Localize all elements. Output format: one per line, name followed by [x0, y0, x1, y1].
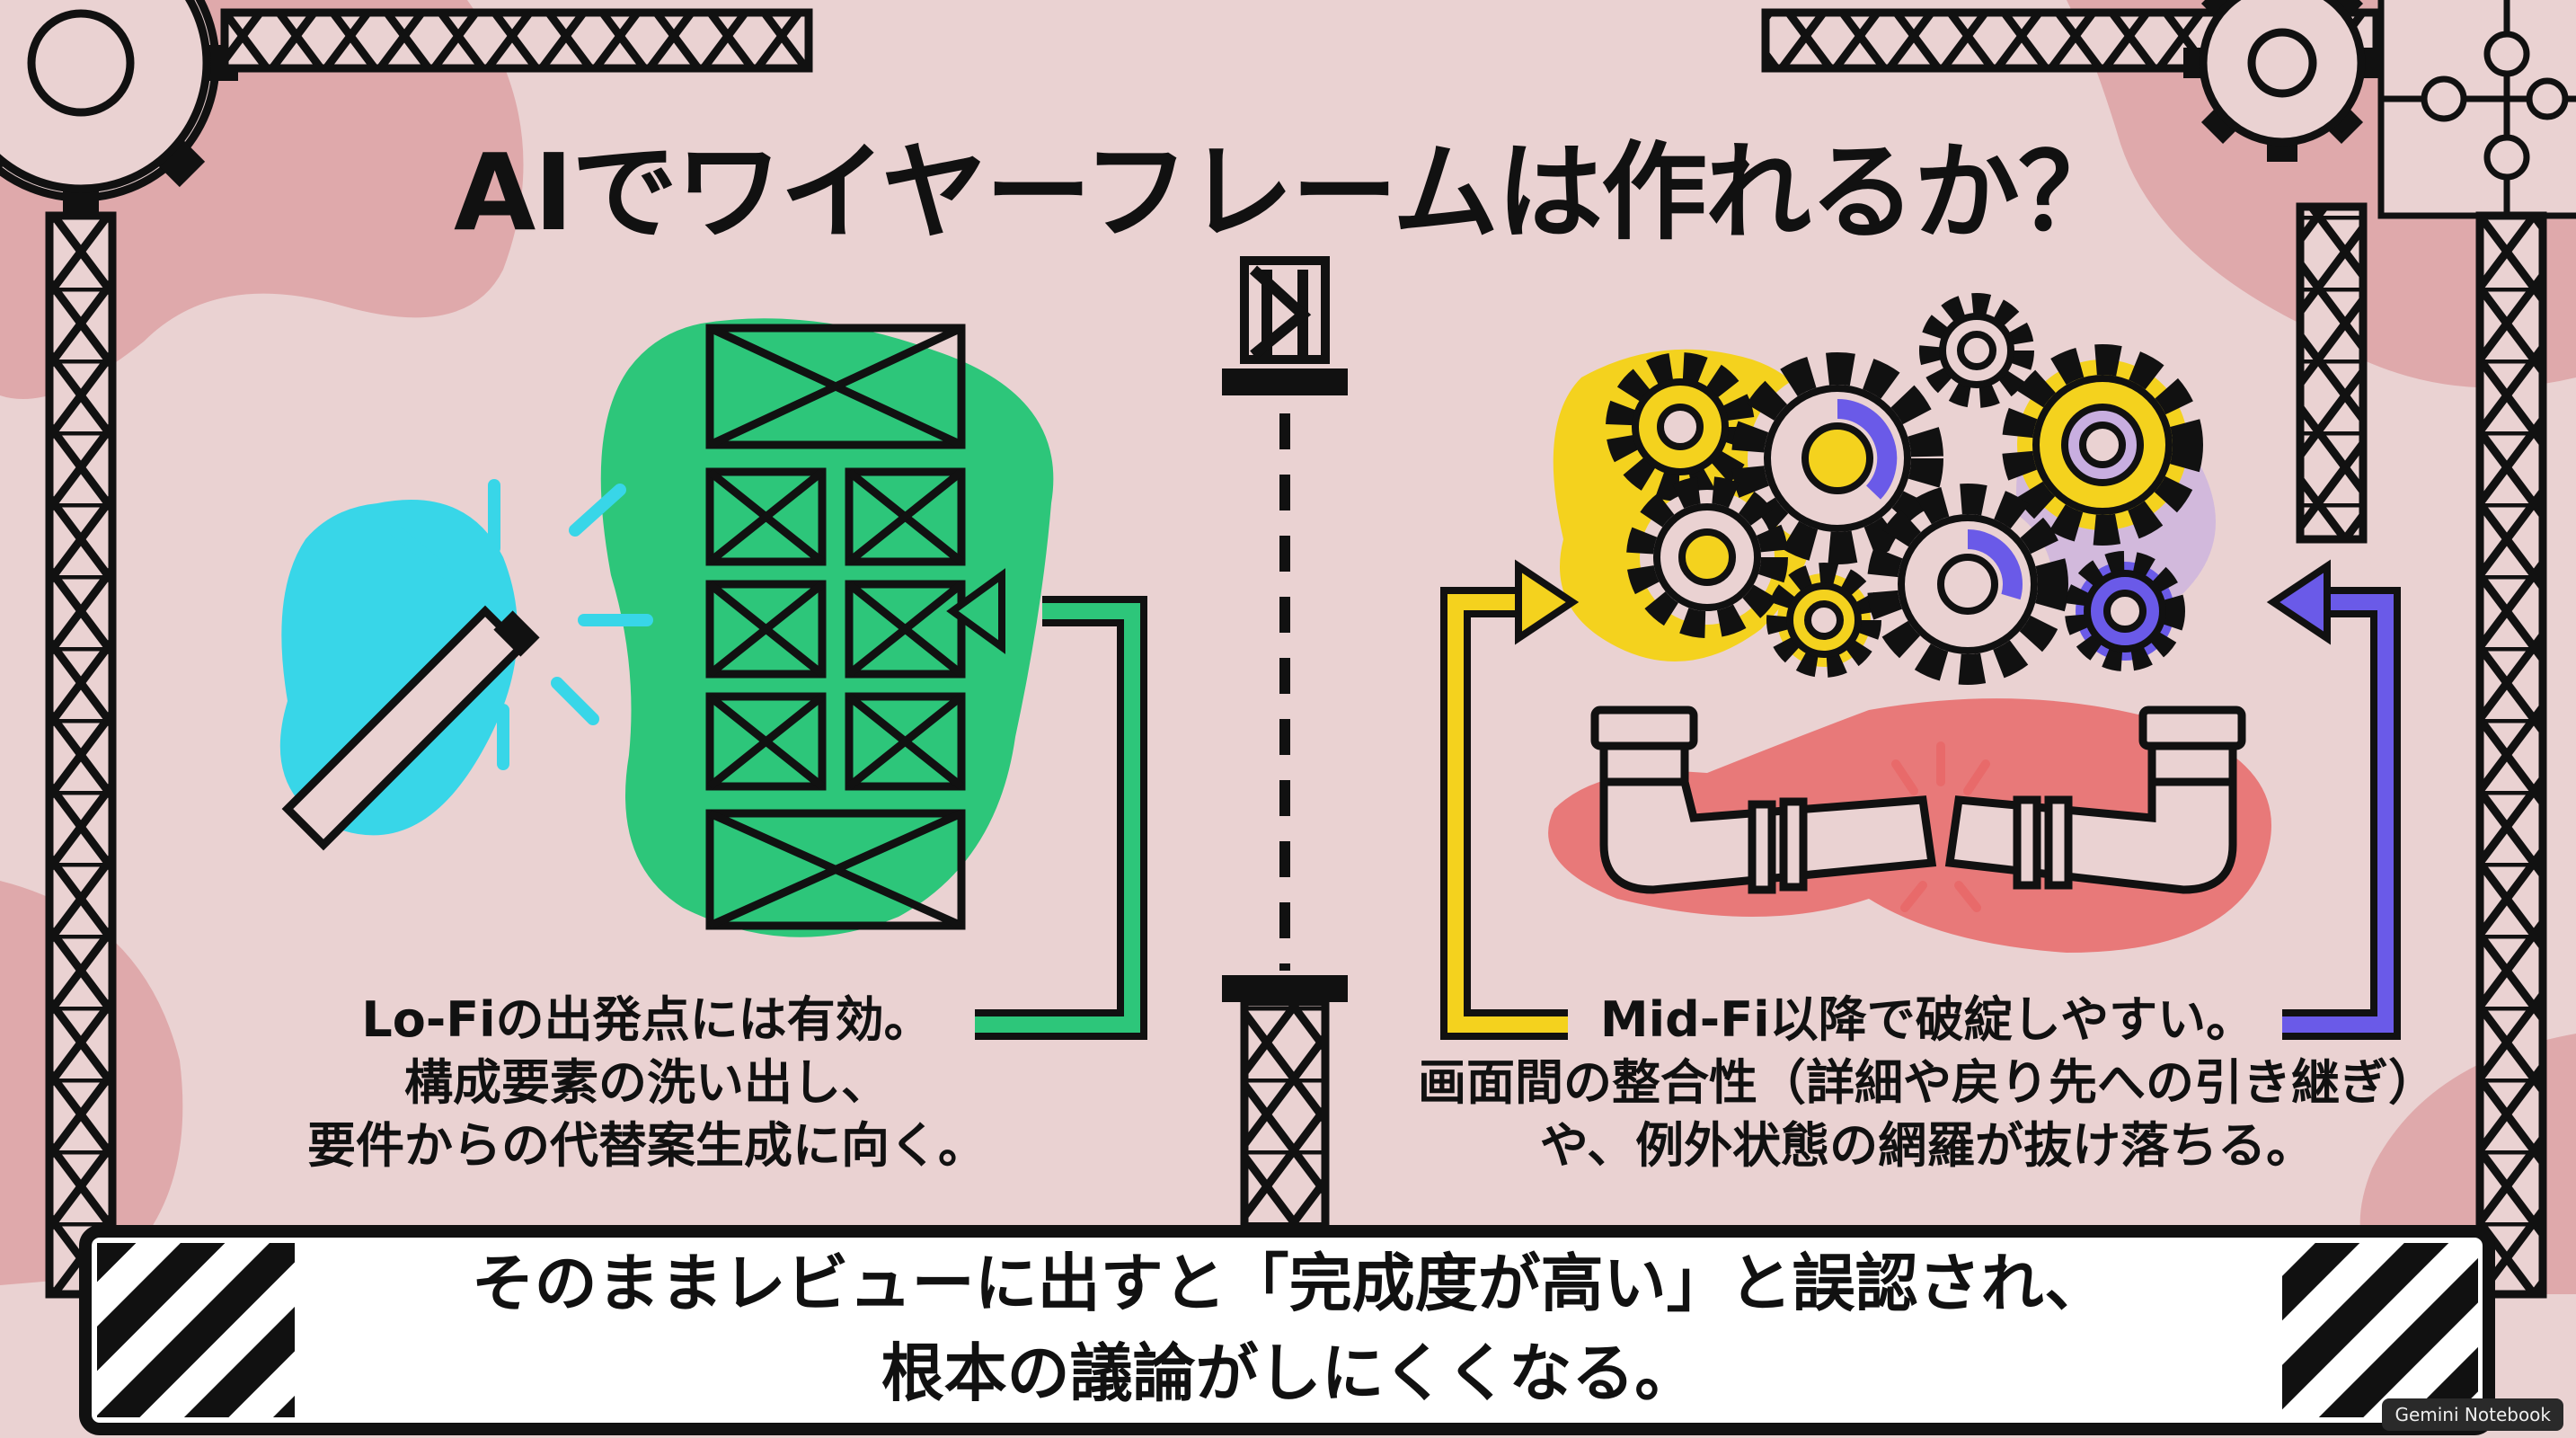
- gear-icon: [1867, 484, 2068, 685]
- left-tower: [45, 211, 117, 1299]
- gear-icon: [1919, 293, 2034, 408]
- page-title: AIでワイヤーフレームは作れるか？: [453, 130, 2124, 254]
- gear-icon: [1626, 476, 1788, 638]
- wireframe-grid-icon: [705, 324, 966, 930]
- center-divider: [1222, 256, 1348, 1240]
- banner-line: そのままレビューに出すと「完成度が高い」と誤認され、: [471, 1247, 2108, 1320]
- left-caption: Lo-Fiの出発点には有効。 構成要素の洗い出し、 要件からの代替案生成に向く。: [270, 989, 1024, 1177]
- gear-icon: [1606, 352, 1755, 502]
- broken-pipe-icon: [1590, 706, 2246, 912]
- gemini-notebook-badge[interactable]: Gemini Notebook: [2382, 1398, 2563, 1431]
- bottom-banner: [79, 1225, 2495, 1435]
- banner-line: 根本の議論がしにくくなる。: [881, 1336, 1698, 1410]
- gear-icon: [0, 0, 238, 220]
- gear-icon: [1731, 352, 1943, 564]
- gear-icon: [1766, 563, 1881, 678]
- arrow-icon: [946, 568, 1147, 1040]
- left-caption-line: 構成要素の洗い出し、: [404, 1054, 890, 1111]
- right-caption: Mid-Fi以降で破綻しやすい。 画面間の整合性（詳細や戻り先への引き継ぎ） や…: [1375, 989, 2480, 1177]
- magic-wand-icon: [281, 479, 653, 851]
- left-caption-line: 要件からの代替案生成に向く。: [307, 1117, 987, 1174]
- gear-icon: [2065, 551, 2185, 671]
- arrow-icon: [1440, 559, 1580, 1040]
- gear-icon: [2002, 344, 2203, 546]
- right-caption-line: 画面間の整合性（詳細や戻り先への引き継ぎ）: [1418, 1054, 2437, 1111]
- gear-cluster: [1606, 293, 2203, 685]
- banner-text: そのままレビューに出すと「完成度が高い」と誤認され、 根本の議論がしにくくなる。: [297, 1238, 2282, 1418]
- arrow-icon: [2266, 559, 2401, 1040]
- right-caption-line: Mid-Fi以降で破綻しやすい。: [1599, 991, 2255, 1048]
- left-caption-line: Lo-Fiの出発点には有効。: [361, 991, 933, 1048]
- right-caption-line: や、例外状態の網羅が抜け落ちる。: [1539, 1117, 2315, 1174]
- gear-icon: [2183, 0, 2381, 162]
- puzzle-icon: [2377, 0, 2576, 219]
- right-tower: [2475, 211, 2547, 1299]
